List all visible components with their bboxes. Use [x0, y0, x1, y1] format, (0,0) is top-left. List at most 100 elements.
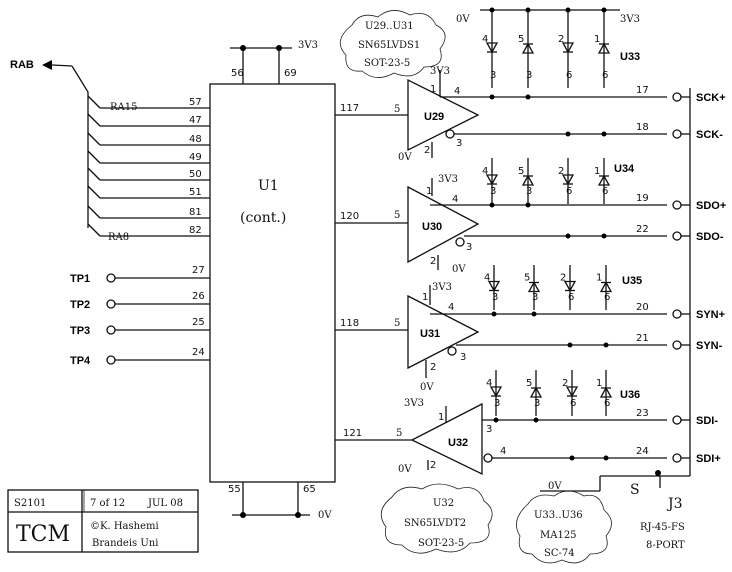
port-terminal: [672, 129, 682, 139]
bus-pin: 51: [189, 187, 202, 198]
u1-pin-69: 69: [284, 68, 297, 79]
diode-pin: 1: [594, 166, 600, 177]
svg-text:4: 4: [452, 194, 458, 205]
junction: [565, 233, 571, 239]
j3-connector: 0V S J3 RJ-45-FS 8-PORT 17SCK+18SCK-19SD…: [540, 85, 726, 551]
port-pin: 19: [636, 193, 649, 204]
diode-pin: 2: [558, 34, 564, 45]
diode-symbol: [599, 281, 613, 293]
junction: [525, 94, 531, 100]
bus-pin: 48: [189, 134, 202, 145]
diode-pin: 2: [562, 378, 568, 389]
svg-text:3: 3: [466, 242, 472, 253]
tp-pin: 24: [192, 347, 205, 358]
port-terminal: [672, 92, 682, 102]
diode-pin: 6: [604, 398, 610, 409]
bus-pin: 49: [189, 152, 202, 163]
svg-text:121: 121: [343, 428, 362, 439]
diode-group-label: U35: [622, 275, 642, 287]
tp-label: TP2: [70, 299, 90, 311]
port-terminal: [672, 340, 682, 350]
junction: [531, 311, 537, 317]
diode-symbol: [561, 174, 575, 186]
diode-pin: 6: [602, 186, 608, 197]
diode-symbol: [521, 42, 535, 54]
svg-text:S: S: [630, 482, 640, 498]
u31-driver: 118 5 U31 3V3 1 4 3 2 0V: [335, 282, 667, 393]
port-terminal: [672, 309, 682, 319]
svg-text:2: 2: [430, 362, 436, 373]
diode-pin: 6: [568, 292, 574, 303]
svg-text:5: 5: [394, 104, 400, 115]
svg-text:0V: 0V: [420, 382, 434, 393]
junction: [525, 202, 531, 208]
bus-first: RA15: [110, 102, 137, 113]
junction: [565, 131, 571, 137]
u1-name: U1: [258, 178, 279, 194]
junction: [603, 455, 609, 461]
tp-terminal: [106, 325, 116, 335]
svg-text:1: 1: [422, 292, 428, 303]
svg-text:0V: 0V: [548, 481, 562, 492]
svg-text:0V: 0V: [398, 152, 412, 163]
diode-group-label: U33: [620, 51, 640, 63]
svg-text:3: 3: [486, 424, 492, 435]
tp-label: TP4: [70, 355, 91, 367]
diode-symbol: [489, 386, 503, 398]
port-pin: 17: [636, 85, 649, 96]
svg-text:SOT-23-5: SOT-23-5: [418, 538, 464, 549]
title-block: S2101 7 of 12 JUL 08 TCM ©K. Hashemi Bra…: [7, 489, 199, 553]
u1-pin-65: 65: [303, 484, 316, 495]
diode-pin: 1: [596, 273, 602, 284]
diode-symbol: [521, 174, 535, 186]
port-pin: 22: [636, 224, 649, 235]
bus-pin: 50: [189, 169, 202, 180]
tb-page: 7 of 12: [90, 498, 125, 509]
diode-symbol: [487, 280, 501, 292]
diode-symbol: [597, 42, 611, 54]
diode-pin: 4: [482, 166, 488, 177]
junction: [567, 342, 573, 348]
svg-text:SN65LVDS1: SN65LVDS1: [358, 40, 420, 51]
junction: [489, 202, 495, 208]
svg-text:8-PORT: 8-PORT: [646, 540, 685, 551]
svg-text:2: 2: [424, 145, 430, 156]
tp-pin: 25: [192, 317, 205, 328]
diode-pin: 5: [526, 378, 532, 389]
svg-text:117: 117: [340, 103, 359, 114]
svg-text:118: 118: [340, 318, 359, 329]
bus-pin: 57: [189, 97, 202, 108]
svg-text:120: 120: [340, 211, 359, 222]
junction: [489, 94, 495, 100]
port-signal: SDO-: [696, 231, 724, 243]
diode-pin: 2: [560, 273, 566, 284]
diode-symbol: [597, 174, 611, 186]
svg-text:MA125: MA125: [540, 530, 577, 541]
svg-text:5: 5: [394, 210, 400, 221]
bus-last: RA8: [108, 232, 129, 243]
port-pin: 24: [636, 446, 649, 457]
svg-text:1: 1: [430, 84, 436, 95]
junction: [493, 417, 499, 423]
tp-label: TP1: [70, 273, 90, 285]
tp-pin: 26: [192, 291, 205, 302]
svg-text:5: 5: [394, 318, 400, 329]
junction: [569, 455, 575, 461]
diode-symbol: [485, 42, 499, 54]
diode-pin: 6: [604, 292, 610, 303]
svg-text:U32: U32: [433, 498, 454, 509]
port-terminal: [672, 415, 682, 425]
port-pin: 18: [636, 122, 649, 133]
diode-symbol: [529, 386, 543, 398]
svg-text:0V: 0V: [456, 14, 470, 25]
supply-labels: 0V 3V3: [456, 14, 640, 25]
bus-pin: 47: [189, 115, 202, 126]
tp-label: TP3: [70, 325, 90, 337]
tp-terminal: [106, 355, 116, 365]
port-signal: SYN+: [696, 309, 725, 321]
u1-vcc: 3V3: [298, 40, 318, 51]
diode-symbol: [565, 386, 579, 398]
u32-receiver: 121 5 U32 3 4 3V3 1 2 0V: [335, 398, 667, 476]
port-signal: SCK-: [696, 129, 723, 141]
